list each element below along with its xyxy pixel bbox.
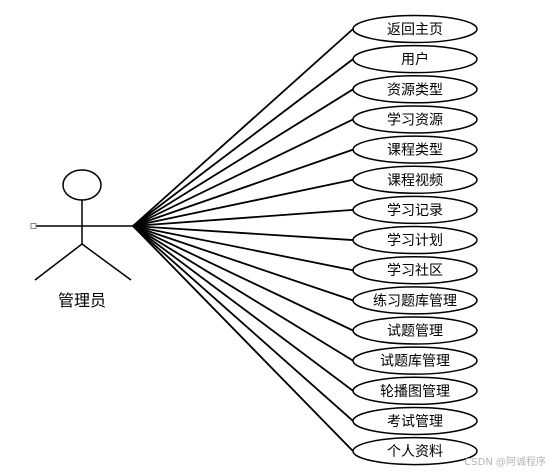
use-case-label: 练习题库管理	[373, 293, 457, 309]
association-line	[132, 225, 354, 332]
use-case: 学习记录	[352, 195, 478, 225]
use-case-ellipse	[352, 436, 478, 466]
use-case-label: 考试管理	[387, 414, 443, 430]
use-case-ellipse	[352, 316, 478, 345]
use-case-ellipse	[352, 255, 478, 285]
use-case-ellipse	[352, 286, 478, 315]
actor-figure	[34, 169, 133, 281]
use-case-label: 轮播图管理	[380, 384, 450, 400]
association-line	[132, 225, 354, 241]
use-case-ellipse	[352, 406, 478, 436]
use-case-ellipse	[352, 195, 478, 225]
association-line	[132, 225, 354, 302]
use-case: 课程视频	[352, 165, 478, 194]
association-line	[132, 225, 354, 422]
actor-label: 管理员	[58, 291, 106, 310]
use-case: 学习资源	[352, 105, 478, 134]
use-case: 返回主页	[352, 14, 478, 44]
association-line	[132, 58, 354, 227]
use-case-list: 返回主页用户资源类型学习资源课程类型课程视频学习记录学习计划学习社区练习题库管理…	[352, 14, 478, 466]
association-line	[132, 225, 354, 452]
association-line	[132, 225, 354, 392]
association-lines	[132, 28, 354, 452]
use-case: 学习社区	[352, 255, 478, 285]
use-case-label: 资源类型	[387, 82, 443, 98]
use-case-label: 学习资源	[387, 112, 443, 128]
use-case-label: 试题库管理	[380, 354, 450, 370]
association-line	[132, 225, 354, 362]
association-line	[132, 28, 354, 227]
use-case-label: 课程类型	[387, 143, 443, 159]
association-line	[132, 225, 354, 272]
use-case-label: 试题管理	[387, 324, 443, 340]
use-case-ellipse	[352, 346, 478, 375]
use-case-label: 用户	[401, 51, 429, 68]
use-case: 考试管理	[352, 406, 478, 436]
use-case: 课程类型	[352, 135, 478, 164]
use-case: 轮播图管理	[352, 376, 478, 406]
use-case: 练习题库管理	[352, 286, 478, 315]
use-case: 用户	[352, 44, 478, 74]
use-case-label: 个人资料	[387, 444, 443, 460]
use-case: 试题管理	[352, 316, 478, 345]
use-case: 资源类型	[352, 75, 478, 104]
use-case-label: 课程视频	[387, 173, 443, 189]
use-case-label: 返回主页	[387, 22, 443, 38]
actor-left-leg	[34, 243, 83, 281]
use-case-label: 学习计划	[387, 233, 443, 249]
association-line	[132, 118, 354, 227]
use-case-ellipse	[352, 135, 478, 164]
use-case: 个人资料	[352, 436, 478, 466]
actor-head	[62, 169, 102, 201]
connector-handle	[30, 223, 37, 229]
actor-right-leg	[81, 243, 132, 281]
use-case-ellipse	[352, 44, 478, 74]
use-case: 学习计划	[352, 225, 478, 255]
watermark: CSDN @阿诚程序	[464, 455, 546, 468]
use-case-ellipse	[352, 225, 478, 255]
association-line	[132, 209, 354, 227]
use-case-label: 学习社区	[387, 263, 443, 279]
association-line	[132, 148, 354, 227]
use-case-ellipse	[352, 105, 478, 134]
use-case-label: 学习记录	[387, 203, 443, 219]
association-line	[132, 178, 354, 227]
use-case-ellipse	[352, 14, 478, 44]
use-case-ellipse	[352, 75, 478, 104]
use-case-ellipse	[352, 165, 478, 194]
use-case-ellipse	[352, 376, 478, 406]
use-case: 试题库管理	[352, 346, 478, 375]
association-line	[132, 88, 354, 227]
